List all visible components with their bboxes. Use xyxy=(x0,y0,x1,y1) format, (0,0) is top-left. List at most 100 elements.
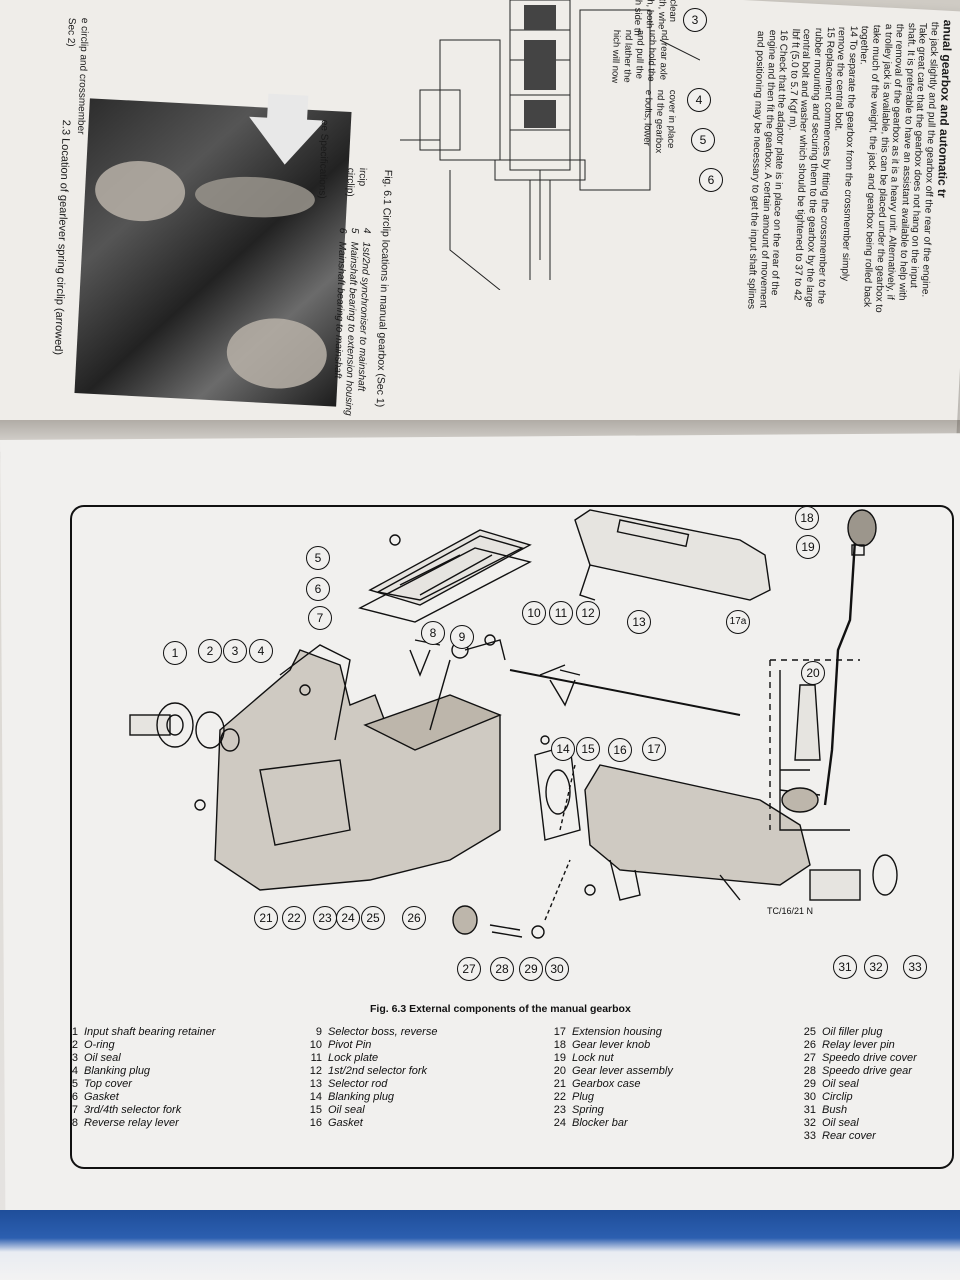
fig61-callout-3: 3 xyxy=(683,8,707,32)
legend-text: Gasket xyxy=(328,1117,363,1129)
legend-text: Gear lever knob xyxy=(572,1039,651,1051)
legend-text: Spring xyxy=(572,1104,604,1116)
callout-20: 20 xyxy=(801,661,825,685)
legend-item: 15 Oil seal xyxy=(302,1104,437,1117)
callout-6: 6 xyxy=(306,577,330,601)
legend-text: Oil seal xyxy=(328,1104,365,1116)
figure-frame xyxy=(70,505,954,1169)
legend-number: 9 xyxy=(315,1026,322,1038)
callout-17: 17 xyxy=(642,737,666,761)
legend-item: 30 Circlip xyxy=(796,1091,917,1104)
legend-number: 22 xyxy=(553,1091,566,1103)
callout-26: 26 xyxy=(402,906,426,930)
fragment: cover in place xyxy=(664,89,678,149)
legend-text: 3rd/4th selector fork xyxy=(84,1104,182,1116)
legend-item: 23 Spring xyxy=(546,1104,673,1117)
callout-4: 4 xyxy=(249,639,273,663)
legend-number: 4 xyxy=(71,1065,78,1077)
callout-24: 24 xyxy=(336,906,360,930)
legend-text: Blanking plug xyxy=(328,1091,395,1103)
left-fragment-col: and pull the xyxy=(633,30,646,79)
drawing-code: TC/16/21 N xyxy=(767,906,814,916)
legend-text: Gear lever assembly xyxy=(572,1065,673,1077)
exploded-gearbox-drawing xyxy=(129,509,898,939)
callout-14: 14 xyxy=(551,737,575,761)
callout-9: 9 xyxy=(450,625,474,649)
fig61-callout-6: 6 xyxy=(699,168,723,192)
callout-32: 32 xyxy=(864,955,888,979)
callout-29: 29 xyxy=(519,957,543,981)
callout-3: 3 xyxy=(223,639,247,663)
left-fragment-col: vith, both xyxy=(644,0,656,29)
legend-number: 21 xyxy=(553,1078,566,1090)
legend-number: 12 xyxy=(309,1065,322,1077)
fig61-callout-5: 5 xyxy=(691,128,715,152)
legend-text: O-ring xyxy=(84,1039,115,1051)
legend-text: Lock nut xyxy=(572,1052,614,1064)
legend-text: Top cover xyxy=(84,1078,132,1090)
legend-number: 15 xyxy=(309,1104,322,1116)
callout-11: 11 xyxy=(549,601,573,625)
legend-text: Oil seal xyxy=(822,1078,859,1090)
legend-number: 30 xyxy=(803,1091,816,1103)
body-text-line: together. xyxy=(858,25,871,65)
left-fragment-col: nd rear axle xyxy=(657,30,670,81)
fragment: nd rear axle xyxy=(657,29,670,81)
legend-text: Gasket xyxy=(84,1091,119,1103)
callout-30: 30 xyxy=(545,957,569,981)
fragment: nd lather the xyxy=(621,29,634,83)
legend-number: 31 xyxy=(803,1104,816,1116)
gearlever-photo xyxy=(74,93,352,407)
gaiter-shape xyxy=(193,174,316,221)
legend-number: 33 xyxy=(803,1130,816,1142)
legend-text: Oil filler plug xyxy=(822,1026,883,1038)
callout-16: 16 xyxy=(608,738,632,762)
left-fragment-col: uch hold the xyxy=(645,30,658,82)
fragment: e bolts, lower xyxy=(641,89,654,146)
legend-number: 3 xyxy=(71,1052,78,1064)
callout-2: 2 xyxy=(198,639,222,663)
legend-number: 8 xyxy=(71,1117,78,1129)
legend-text: Blocker bar xyxy=(572,1117,628,1129)
circlip-fragment-2: circlip) xyxy=(343,167,356,197)
hand-shape xyxy=(225,315,329,392)
callout-1: 1 xyxy=(163,641,187,665)
left-fragment-col: e bolts, lower xyxy=(641,90,654,146)
legend-text: Pivot Pin xyxy=(328,1039,372,1051)
callout-13: 13 xyxy=(627,610,651,634)
callout-28: 28 xyxy=(490,957,514,981)
legend-text: Circlip xyxy=(822,1091,853,1103)
legend-number: 24 xyxy=(553,1117,566,1129)
top-left-fragment-2: Sec 2) xyxy=(64,17,77,47)
legend-number: 23 xyxy=(553,1104,566,1116)
callout-25: 25 xyxy=(361,906,385,930)
fig61-item-number: 4 xyxy=(360,227,372,234)
legend-text: Oil seal xyxy=(822,1117,859,1129)
left-fragment-col: cover in place xyxy=(665,90,678,149)
legend-text: Extension housing xyxy=(572,1026,662,1038)
legend-number: 27 xyxy=(803,1052,816,1064)
legend-text: Selector boss, reverse xyxy=(328,1026,438,1038)
left-fragment-col: nd lather the xyxy=(621,30,634,83)
legend-text: 1st/2nd selector fork xyxy=(328,1065,428,1077)
